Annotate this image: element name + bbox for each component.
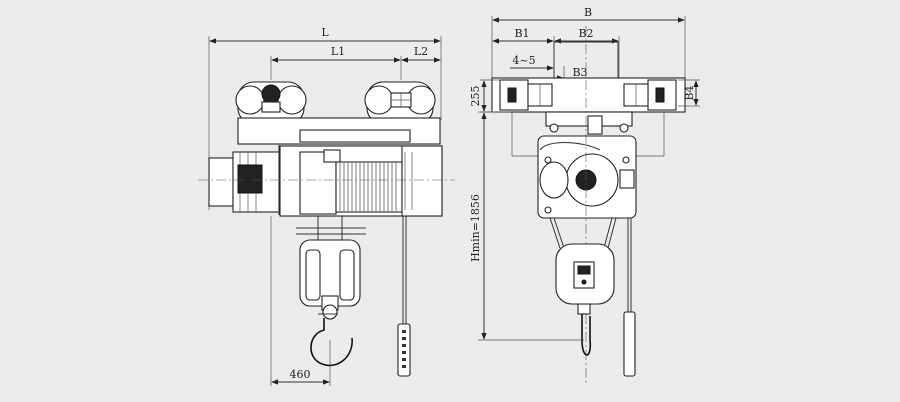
dimension-B4: B4: [678, 79, 700, 107]
label-4-5: 4~5: [512, 54, 535, 67]
dimension-L1-L2: L1 L2: [270, 45, 441, 80]
side-drum: [537, 135, 637, 219]
label-L: L: [321, 26, 329, 39]
dimension-B: B: [491, 6, 686, 78]
side-trolley: [491, 77, 686, 135]
label-hmin: Hmin=1856: [469, 194, 482, 262]
dimension-hmin: Hmin=1856: [469, 111, 584, 341]
label-L2: L2: [414, 45, 428, 58]
dimension-B1-B2: B1 B2: [492, 27, 620, 78]
rope-drum: [279, 145, 443, 217]
dimension-460: 460: [270, 216, 331, 386]
label-B1: B1: [514, 27, 529, 40]
hook-block: [296, 216, 366, 367]
front-view: L L1 L2: [198, 26, 455, 386]
label-460: 460: [290, 368, 311, 381]
pendant-control: [397, 216, 411, 377]
side-hook-block: [555, 243, 615, 356]
side-view: B B1 B2 4~5 B3: [469, 6, 700, 384]
side-ropes: [549, 217, 617, 249]
label-L1: L1: [331, 45, 345, 58]
frame-bracket: [299, 129, 411, 143]
side-pendant: [623, 218, 636, 377]
label-B3: B3: [572, 66, 587, 79]
label-255: 255: [469, 86, 482, 107]
label-B: B: [584, 6, 592, 19]
label-B4: B4: [683, 85, 696, 100]
trolley-right: [364, 81, 436, 129]
hoist-motor: [208, 145, 280, 215]
